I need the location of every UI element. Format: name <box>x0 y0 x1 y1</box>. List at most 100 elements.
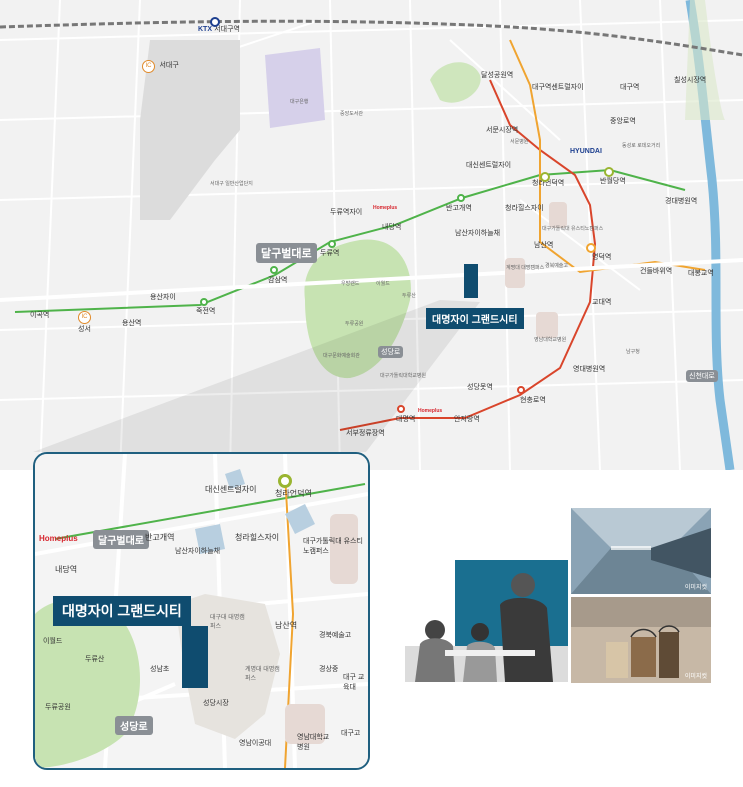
inset-homeplus: Homeplus <box>39 534 78 543</box>
inset-cheongna-dot <box>278 474 292 488</box>
poi-art-center: 대구문화예술회관 <box>323 353 360 359</box>
inset-bangogae[interactable]: 반고개역 <box>145 533 175 542</box>
inset-cheongna[interactable]: 청라언덕역 <box>275 489 312 498</box>
ktx-badge: KTX <box>198 26 212 33</box>
inset-daegu-edu: 대구 교육대 <box>343 674 365 691</box>
poi-hyundai: HYUNDAI <box>570 148 602 155</box>
family-photo <box>405 560 568 682</box>
station-dot <box>200 298 208 306</box>
inset-map[interactable]: 대신센트럴자이 청라언덕역 Homeplus 달구벌대로 반고개역 청라힐스자이… <box>33 452 370 770</box>
inset-road-dalgubeol: 달구벌대로 <box>93 530 149 549</box>
station-anjirang[interactable]: 안지랑역 <box>454 416 480 423</box>
inset-canvas <box>35 454 368 768</box>
inset-duryusan: 두류산 <box>85 656 105 663</box>
poi-jungang-library: 중앙도서관 <box>340 111 364 117</box>
station-jungang-ro[interactable]: 중앙로역 <box>610 118 636 125</box>
station-duryu-xi[interactable]: 두류역자이 <box>330 209 363 216</box>
station-seobu-bus[interactable]: 서부정류장역 <box>346 430 385 437</box>
inset-gyeongbuk-arts: 경북예술고 <box>319 632 352 639</box>
poi-homeplus-2: Homeplus <box>418 408 443 414</box>
station-dot <box>540 172 550 182</box>
inset-cheongna-hills-xi[interactable]: 청라힐스자이 <box>235 533 280 542</box>
poi-duryusan: 두류산 <box>402 293 416 299</box>
main-map[interactable]: KTX 서대구역 IC 서대구 IC 성서 달성공원역 대구역센트럴자이 대구역… <box>0 0 743 470</box>
road-seongdang: 성당로 <box>378 346 404 358</box>
poi-nam-gu: 남구청 <box>626 349 640 355</box>
station-naedang[interactable]: 내당역 <box>382 224 402 231</box>
station-daegu-central-xi[interactable]: 대구역센트럴자이 <box>532 84 584 91</box>
station-dot <box>457 194 465 202</box>
station-bangogae[interactable]: 반고개역 <box>446 205 472 212</box>
station-dalseong-park[interactable]: 달성공원역 <box>481 72 514 79</box>
station-duryu[interactable]: 두류역 <box>320 250 340 257</box>
shopping-photo: 이미지컷 <box>571 597 711 683</box>
station-dot <box>517 386 525 394</box>
poi-seogu-ok: 서대구 일반산업단지 <box>210 181 253 187</box>
inset-road-seongdang: 성당로 <box>115 716 153 735</box>
poi-yeongnam-univ: 영남대학교병원 <box>534 337 567 343</box>
subway-photo: 이미지컷 <box>571 508 711 594</box>
station-yongsan[interactable]: 용산역 <box>122 320 142 327</box>
poi-daegu-univ-hospital: 대구가톨릭대학교병원 <box>380 373 427 379</box>
station-daegu[interactable]: 대구역 <box>620 84 640 91</box>
poi-seomun-hospital: 서문병원 <box>510 139 529 145</box>
subway-caption: 이미지컷 <box>684 585 707 591</box>
road-sincheon: 신천대로 <box>686 370 718 382</box>
poi-homeplus: Homeplus <box>373 205 398 211</box>
station-jukjeon[interactable]: 죽전역 <box>196 308 216 315</box>
poi-gyeongbuk-arts: 경북예술고 <box>545 263 569 269</box>
station-yongsan-xi[interactable]: 용산자이 <box>150 294 176 301</box>
station-dot <box>328 240 336 248</box>
station-cheongna-hills-xi[interactable]: 청라힐스자이 <box>505 205 544 212</box>
inset-daegu-catholic: 대구가톨릭대 유스티노캠퍼스 <box>303 538 363 555</box>
ic-seongseo[interactable]: IC 성서 <box>78 305 91 334</box>
station-yeongdae-hospital[interactable]: 영대병원역 <box>573 366 606 373</box>
station-banwoldang[interactable]: 반월당역 <box>600 178 626 185</box>
ktx-dot <box>210 17 220 27</box>
inset-daegu-univ: 대구대 대명캠퍼스 <box>210 615 245 630</box>
inset-namsan-xi-hasi[interactable]: 남산자이하늘채 <box>175 548 221 555</box>
station-geonduri[interactable]: 건들바위역 <box>640 268 673 275</box>
ic-seongseo-label: 성서 <box>78 326 91 333</box>
station-dot <box>397 405 405 413</box>
station-namsan-xi-hasi[interactable]: 남산자이하늘채 <box>455 230 501 237</box>
inset-namsan[interactable]: 남산역 <box>275 621 298 630</box>
ic-badge: IC <box>142 60 155 73</box>
ktx-station[interactable]: KTX 서대구역 <box>198 24 240 34</box>
inset-naedang[interactable]: 내당역 <box>55 565 78 574</box>
station-dot <box>604 167 614 177</box>
ic-badge: IC <box>78 311 91 324</box>
inset-daegu-high: 대구고 <box>341 730 361 737</box>
inset-gyeongsang: 경상중 <box>319 666 339 673</box>
ktx-station-label: 서대구역 <box>214 26 240 33</box>
site-label[interactable]: 대명자이 그랜드시티 <box>426 308 524 329</box>
inset-yeongnam-igong: 영남이공대 <box>239 740 272 747</box>
inset-keimyung: 계명대 대명캠퍼스 <box>245 667 280 682</box>
station-igok[interactable]: 이곡역 <box>30 312 50 319</box>
station-cheongna[interactable]: 청라언덕역 <box>532 180 565 187</box>
poi-eworld: 이월드 <box>376 281 390 287</box>
station-seomun-market[interactable]: 서문시장역 <box>486 127 519 134</box>
inset-sungnam: 성남초 <box>150 666 170 673</box>
station-seongdang-mot[interactable]: 성당못역 <box>467 384 493 391</box>
station-chilseong-market[interactable]: 칠성시장역 <box>674 77 707 84</box>
inset-eworld: 이월드 <box>43 638 63 645</box>
ic-seodaegu[interactable]: IC 서대구 <box>142 54 179 73</box>
station-myeongdeok[interactable]: 명덕역 <box>592 254 612 261</box>
inset-duryu-park: 두류공원 <box>45 704 71 711</box>
station-hyeonchung[interactable]: 현충로역 <box>520 397 546 404</box>
station-daesin-central-xi[interactable]: 대신센트럴자이 <box>466 162 512 169</box>
poi-dongsung-ro: 동성로 로데오거리 <box>622 143 661 149</box>
shopping-caption: 이미지컷 <box>684 674 707 680</box>
station-gamsam[interactable]: 감삼역 <box>268 277 288 284</box>
station-daebong-bridge[interactable]: 대봉교역 <box>688 270 714 277</box>
map-canvas <box>0 0 743 470</box>
station-daemyeong[interactable]: 대명역 <box>396 416 416 423</box>
poi-daegu-bank: 대구은행 <box>290 99 309 105</box>
inset-daesin-central-xi[interactable]: 대신센트럴자이 <box>205 485 257 494</box>
poi-daegu-catholic: 대구가톨릭대 유스티노캠퍼스 <box>542 226 604 232</box>
station-gyodae[interactable]: 교대역 <box>592 299 612 306</box>
inset-site-label[interactable]: 대명자이 그랜드시티 <box>53 596 191 626</box>
station-namsan[interactable]: 남산역 <box>534 242 554 249</box>
station-kyungdae-hospital[interactable]: 경대병원역 <box>665 198 698 205</box>
